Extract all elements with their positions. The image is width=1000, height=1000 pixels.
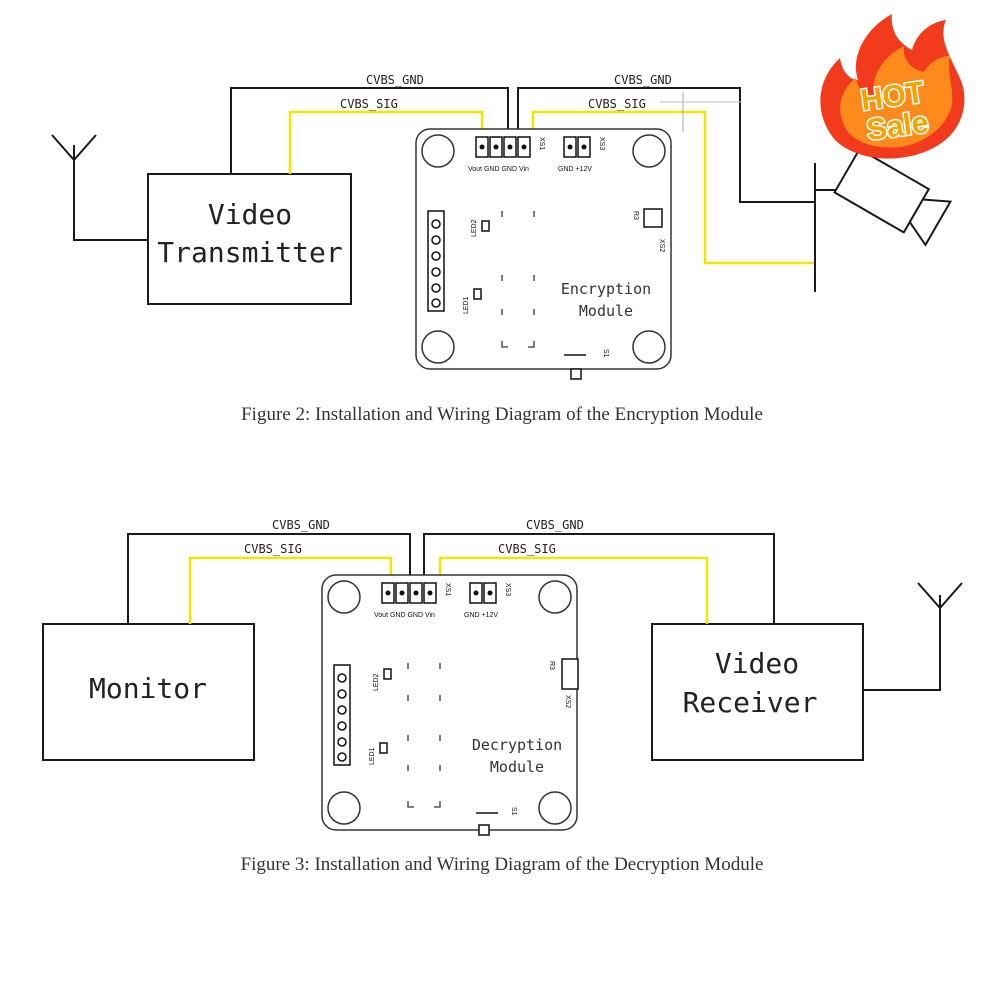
s1-label: S1 bbox=[602, 349, 609, 358]
xs3-label: XS3 bbox=[598, 137, 605, 150]
left-sig-wire bbox=[288, 110, 484, 174]
antenna-icon bbox=[51, 134, 148, 241]
xs3-connector bbox=[469, 582, 497, 604]
figure-3-caption: Figure 3: Installation and Wiring Diagra… bbox=[241, 854, 764, 875]
left-gnd-wire bbox=[230, 87, 509, 174]
video-receiver-label-line1: Video bbox=[715, 647, 799, 680]
left-sig-label: CVBS_SIG bbox=[340, 97, 398, 111]
decryption-module-label-line1: Decryption bbox=[472, 736, 562, 754]
xs1-connector bbox=[381, 582, 437, 604]
led1-label: LED1 bbox=[369, 747, 376, 765]
xs1-label: XS1 bbox=[444, 583, 451, 596]
r-label: R3 bbox=[632, 211, 639, 220]
xs3-label: XS3 bbox=[504, 583, 511, 596]
monitor-box bbox=[42, 623, 255, 761]
video-transmitter-label-line2: Transmitter bbox=[157, 236, 342, 269]
left-gnd-wire bbox=[127, 533, 411, 624]
left-gnd-label: CVBS_GND bbox=[272, 518, 330, 532]
video-transmitter-box bbox=[147, 173, 352, 305]
figure-3: Monitor Video Receiver CVBS_GND CVBS_SIG… bbox=[42, 518, 963, 875]
led2-label: LED2 bbox=[471, 219, 478, 237]
decryption-module-board: XS1 XS3 Vout GND GND Vin GND +12V LED2 L… bbox=[321, 574, 579, 836]
xs1-label: XS1 bbox=[538, 137, 545, 150]
pins-right-label: GND +12V bbox=[558, 166, 592, 173]
monitor-label: Monitor bbox=[89, 672, 207, 705]
camera-icon bbox=[814, 147, 953, 292]
video-transmitter-label-line1: Video bbox=[208, 198, 292, 231]
right-gnd-wire bbox=[423, 533, 775, 624]
right-gnd-label: CVBS_GND bbox=[526, 518, 584, 532]
decryption-module-label-line2: Module bbox=[490, 758, 544, 776]
video-receiver-box bbox=[651, 623, 864, 761]
video-receiver-label-line2: Receiver bbox=[683, 686, 818, 719]
encryption-module-board: XS1 XS3 Vout GND GND Vin GND +12V LED2 L… bbox=[415, 128, 672, 380]
right-sig-wire bbox=[438, 556, 709, 624]
right-sig-label: CVBS_SIG bbox=[498, 542, 556, 556]
left-gnd-label: CVBS_GND bbox=[366, 73, 424, 87]
xs1-connector bbox=[475, 136, 531, 158]
figure-2-caption: Figure 2: Installation and Wiring Diagra… bbox=[241, 404, 763, 425]
right-sig-wire bbox=[531, 110, 815, 265]
right-sig-label: CVBS_SIG bbox=[588, 97, 646, 111]
xs3-connector bbox=[563, 136, 591, 158]
antenna-icon bbox=[863, 582, 963, 691]
left-sig-wire bbox=[188, 556, 393, 624]
encryption-module-label-line1: Encryption bbox=[561, 280, 651, 298]
right-gnd-wire bbox=[517, 87, 815, 203]
pins-right-label: GND +12V bbox=[464, 612, 498, 619]
hot-sale-badge: HOT Sale bbox=[820, 14, 965, 159]
xs2-label: XS2 bbox=[658, 239, 665, 252]
figure-2: Video Transmitter CVBS_GND CVBS_SIG CVBS… bbox=[51, 73, 953, 425]
s1-label: S1 bbox=[510, 807, 517, 816]
pins-left-label: Vout GND GND Vin bbox=[468, 166, 529, 173]
led1-label: LED1 bbox=[463, 296, 470, 314]
encryption-module-label-line2: Module bbox=[579, 302, 633, 320]
left-sig-label: CVBS_SIG bbox=[244, 542, 302, 556]
r-label: R3 bbox=[548, 661, 555, 670]
right-gnd-label: CVBS_GND bbox=[614, 73, 672, 87]
hot-text: HOT bbox=[859, 76, 926, 117]
xs2-label: XS2 bbox=[564, 695, 571, 708]
pins-left-label: Vout GND GND Vin bbox=[374, 612, 435, 619]
led2-label: LED2 bbox=[373, 673, 380, 691]
